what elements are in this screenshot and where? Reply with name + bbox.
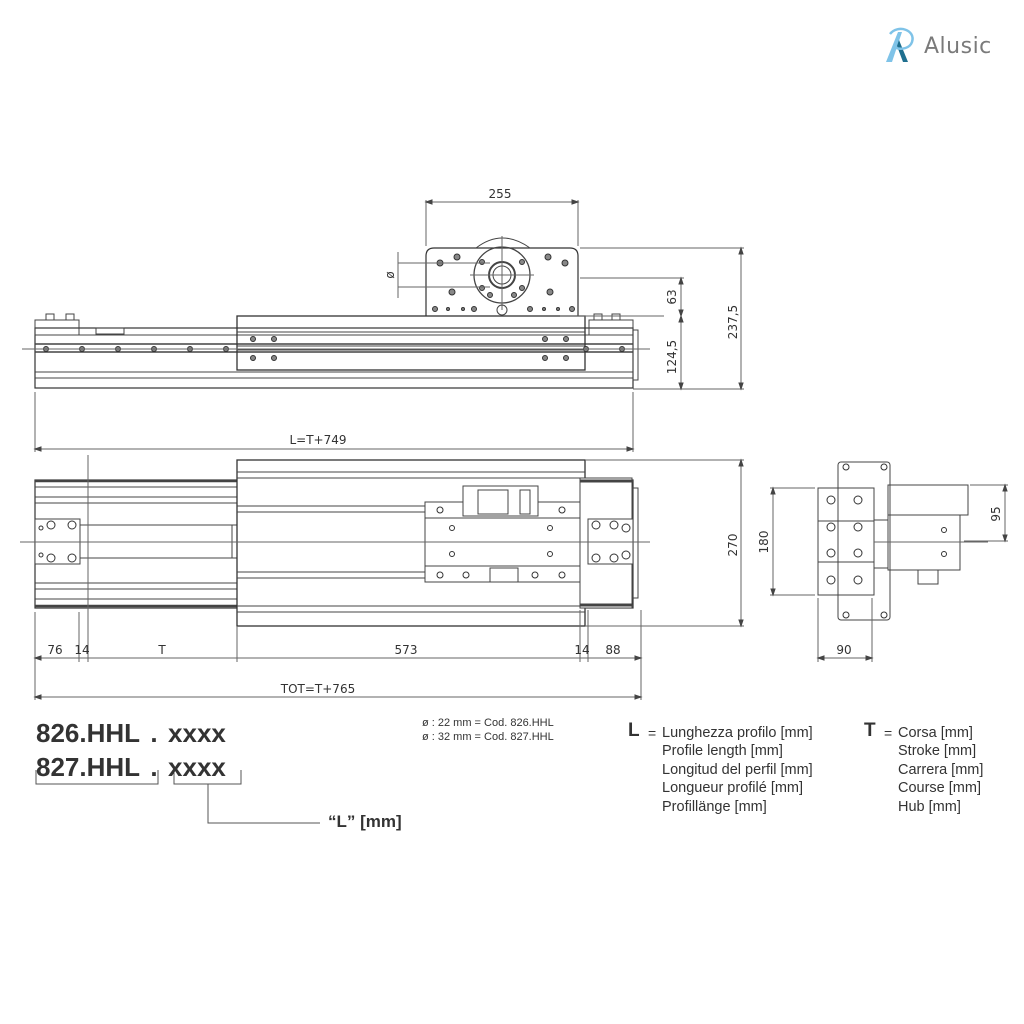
brand-name: Alusic bbox=[924, 33, 992, 59]
legend-t-item: Hub [mm] bbox=[898, 798, 961, 815]
code-separator: . bbox=[150, 718, 158, 748]
dim-237-5: 237,5 bbox=[726, 305, 740, 339]
legend-t: T = Corsa [mm] Stroke [mm] Carrera [mm] … bbox=[864, 720, 984, 816]
legend-t-item: Corsa [mm] bbox=[898, 725, 973, 741]
dim-90: 90 bbox=[836, 643, 851, 657]
dim-total: TOT=T+765 bbox=[280, 682, 355, 696]
legend-l-item: Profillänge [mm] bbox=[662, 798, 767, 815]
dim-270: 270 bbox=[726, 534, 740, 557]
suffix-label: “L” [mm] bbox=[328, 812, 402, 831]
legend-l: L = Lunghezza profilo [mm] Profile lengt… bbox=[628, 720, 813, 816]
legend-l-eq: = bbox=[648, 725, 657, 741]
legend-l-key: L bbox=[628, 720, 640, 741]
dim-255: 255 bbox=[489, 187, 512, 201]
legend-t-eq: = bbox=[884, 725, 893, 741]
legend-l-item: Longueur profilé [mm] bbox=[662, 780, 804, 797]
dim-63: 63 bbox=[665, 289, 679, 304]
dim-76: 76 bbox=[47, 643, 62, 657]
side-view bbox=[770, 461, 1008, 662]
code-suffix: xxxx bbox=[168, 718, 226, 748]
top-view bbox=[20, 455, 744, 700]
order-code-826: 826.HHL. xxxx bbox=[36, 716, 226, 750]
dim-124-5: 124,5 bbox=[665, 340, 679, 374]
top-view-bolts bbox=[38, 506, 631, 579]
diameter-note-826: ø : 22 mm = Cod. 826.HHL bbox=[422, 717, 554, 729]
legend-l-item: Profile length [mm] bbox=[662, 743, 783, 760]
dim-95: 95 bbox=[989, 506, 1003, 521]
front-view bbox=[22, 199, 744, 452]
dim-14-right: 14 bbox=[574, 643, 589, 657]
code-826: 826.HHL bbox=[36, 718, 141, 748]
legend-t-item: Carrera [mm] bbox=[898, 761, 984, 778]
legend-t-key: T bbox=[864, 720, 876, 741]
dim-573: 573 bbox=[395, 643, 418, 657]
code-brackets bbox=[35, 770, 320, 824]
code-separator: . bbox=[150, 752, 158, 782]
diameter-notes: ø : 22 mm = Cod. 826.HHL ø : 32 mm = Cod… bbox=[422, 716, 554, 744]
code-827: 827.HHL bbox=[36, 752, 141, 782]
dim-diameter: ø bbox=[383, 271, 397, 278]
dim-180: 180 bbox=[757, 531, 771, 554]
dim-14-left: 14 bbox=[74, 643, 89, 657]
legend-t-item: Course [mm] bbox=[898, 780, 981, 797]
order-code-827: 827.HHL. xxxx bbox=[36, 750, 226, 784]
legend-l-item: Longitud del perfil [mm] bbox=[662, 761, 813, 778]
side-view-bolts bbox=[826, 463, 947, 619]
dim-t: T bbox=[157, 643, 166, 657]
dim-length: L=T+749 bbox=[289, 433, 346, 447]
brand-logo: Alusic bbox=[878, 26, 992, 66]
diameter-note-827: ø : 32 mm = Cod. 827.HHL bbox=[422, 731, 554, 743]
alusic-a-logo-icon bbox=[886, 27, 914, 62]
legend-t-item: Stroke [mm] bbox=[898, 743, 977, 760]
dim-88: 88 bbox=[605, 643, 620, 657]
order-codes: 826.HHL. xxxx 827.HHL. xxxx bbox=[36, 716, 226, 784]
legend-l-item: Lunghezza profilo [mm] bbox=[662, 725, 813, 741]
code-suffix: xxxx bbox=[168, 752, 226, 782]
